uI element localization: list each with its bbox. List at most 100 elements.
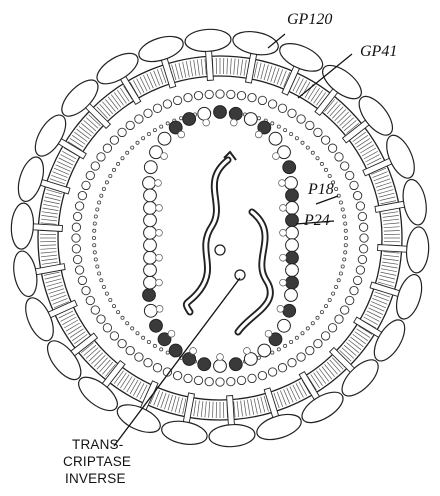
capsid-bead <box>144 304 157 317</box>
capsid-bead <box>144 276 157 289</box>
matrix-bead <box>346 296 354 304</box>
matrix-bead <box>216 378 224 386</box>
p18-dot <box>343 215 346 218</box>
matrix-bead <box>258 96 266 104</box>
p18-dot <box>96 208 99 211</box>
capsid-bead <box>144 189 157 202</box>
matrix-bead <box>86 296 94 304</box>
p18-dot <box>344 251 347 254</box>
matrix-bead <box>358 255 366 263</box>
capsid-bead <box>144 264 157 277</box>
p18-dot <box>147 340 150 343</box>
p18-dot <box>117 311 120 314</box>
capsid-inner-bead <box>178 131 185 138</box>
matrix-bead <box>314 339 322 347</box>
matrix-bead <box>248 93 256 101</box>
matrix-bead <box>237 376 245 384</box>
p18-dot <box>271 122 274 125</box>
capsid-inner-bead <box>203 119 210 126</box>
p18-dot <box>100 279 103 282</box>
matrix-bead <box>297 115 305 123</box>
matrix-bead <box>237 91 245 99</box>
matrix-bead <box>205 90 213 98</box>
label-transcriptase-line2: CRIPTASE <box>63 454 131 469</box>
capsid-inner-bead <box>156 205 163 212</box>
matrix-bead <box>350 181 358 189</box>
p18-dot <box>142 137 145 140</box>
p18-dot <box>277 125 280 128</box>
p18-dot <box>257 356 260 359</box>
p18-dot <box>147 132 150 135</box>
p18-dot <box>98 272 101 275</box>
capsid-inner-bead <box>244 348 251 355</box>
p18-dot <box>320 162 323 165</box>
capsid-inner-bead <box>279 180 286 187</box>
matrix-bead <box>163 100 171 108</box>
matrix-bead <box>126 346 134 354</box>
matrix-bead <box>75 202 83 210</box>
matrix-bead <box>184 93 192 101</box>
label-p24: P24 <box>303 212 330 229</box>
matrix-bead <box>341 306 349 314</box>
matrix-bead <box>144 109 152 117</box>
capsid-inner-bead <box>280 229 287 236</box>
p18-dot <box>335 285 338 288</box>
capsid-bead-dark <box>283 304 296 317</box>
p18-dot <box>301 141 304 144</box>
label-transcriptase-line3: INVERSE <box>65 471 126 486</box>
matrix-bead <box>103 144 111 152</box>
p18-dot <box>96 265 99 268</box>
matrix-bead <box>335 315 343 323</box>
matrix-bead <box>278 104 286 112</box>
capsid-bead-dark <box>286 276 299 289</box>
p18-dot <box>93 251 96 254</box>
capsid-inner-bead <box>265 330 272 337</box>
p18-dot <box>339 272 342 275</box>
matrix-bead <box>118 128 126 136</box>
p18-dot <box>290 340 293 343</box>
p18-dot <box>93 244 96 247</box>
p18-dot <box>180 117 183 120</box>
matrix-bead <box>248 374 256 382</box>
gp41-spike <box>378 245 407 253</box>
p18-dot <box>295 336 298 339</box>
capsid-bead <box>286 264 299 277</box>
matrix-bead <box>356 266 364 274</box>
matrix-bead <box>184 374 192 382</box>
p18-dot <box>126 151 129 154</box>
capsid-inner-bead <box>280 205 287 212</box>
capsid-bead <box>144 202 157 215</box>
p18-dot <box>316 157 319 160</box>
matrix-bead <box>72 234 80 242</box>
p18-dot <box>112 305 115 308</box>
capsid-inner-bead <box>280 279 287 286</box>
matrix-bead <box>297 353 305 361</box>
p18-dot <box>311 322 314 325</box>
matrix-bead <box>278 364 286 372</box>
p18-dot <box>284 344 287 347</box>
matrix-bead <box>73 212 81 220</box>
p18-dot <box>328 298 331 301</box>
capsid-bead <box>144 161 157 174</box>
matrix-bead <box>321 332 329 340</box>
p18-dot <box>93 229 96 232</box>
p18-dot <box>160 348 163 351</box>
matrix-bead <box>194 376 202 384</box>
matrix-bead <box>314 128 322 136</box>
capsid-inner-bead <box>280 254 287 261</box>
p18-dot <box>121 316 124 319</box>
matrix-bead <box>359 223 367 231</box>
gp41-spike <box>206 51 214 80</box>
capsid-bead <box>214 360 227 373</box>
capsid-inner-bead <box>155 180 162 187</box>
p18-dot <box>102 285 105 288</box>
capsid-inner-bead <box>156 229 163 236</box>
matrix-bead <box>353 276 361 284</box>
matrix-bead <box>306 121 314 129</box>
p18-dot <box>98 201 101 204</box>
matrix-bead <box>328 144 336 152</box>
label-p18: P18 <box>307 181 334 198</box>
capsid-bead <box>144 226 157 239</box>
matrix-bead <box>268 100 276 108</box>
